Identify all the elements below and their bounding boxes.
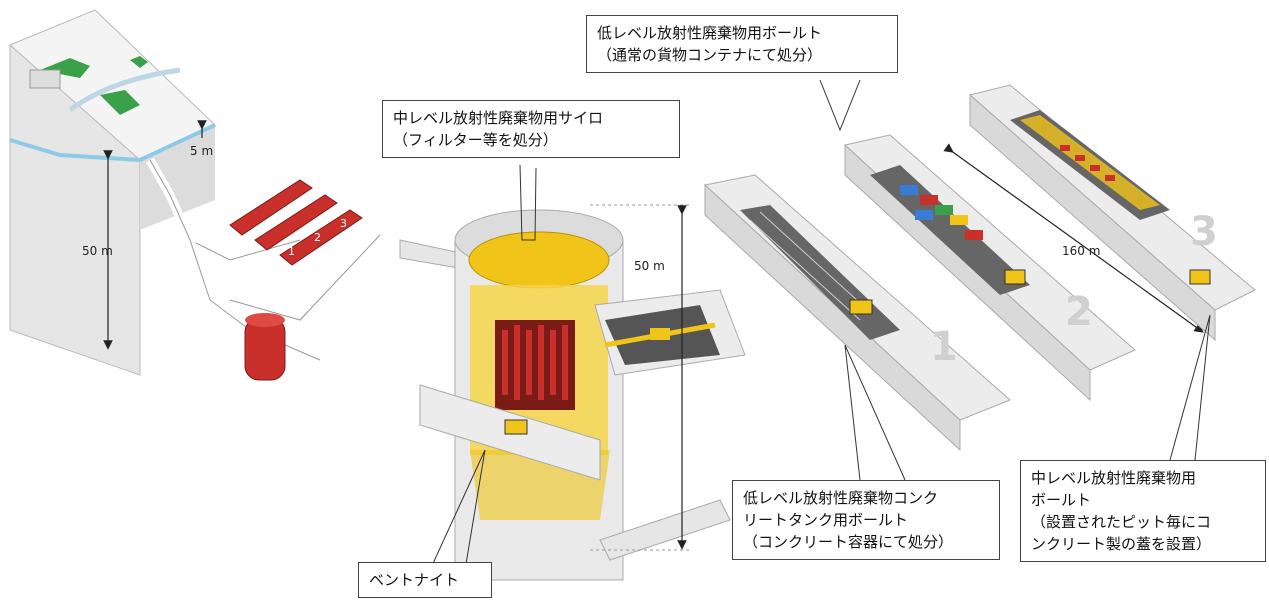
site-depth-label: 50 m [82,244,113,258]
vault-2: 2 [843,134,1204,402]
vault-1-number-small: 1 [288,245,295,258]
low-vault-callout-line2: （通常の貨物コンテナにて処分） [597,46,823,64]
mid-vault-callout-line1: 中レベル放射性廃棄物用 [1031,469,1197,487]
site-overview-block: 1 2 3 [9,9,383,381]
concrete-tank-callout: 低レベル放射性廃棄物コンク リートタンク用ボールト （コンクリート容器にて処分） [732,480,1000,560]
silo-height-label: 50 m [634,259,665,273]
mid-vault-callout: 中レベル放射性廃棄物用 ボールト （設置されたピット毎にコ ンクリート製の蓋を設… [1020,460,1266,562]
mid-vault-callout-line2: ボールト [1031,491,1092,509]
silo [399,204,746,581]
vault-2-number-small: 2 [314,231,321,244]
vault-length-label: 160 m [1062,244,1100,258]
mid-vault-callout-line3: （設置されたピット毎にコ [1031,513,1212,531]
callout-leaders [429,79,1211,571]
vault-1: 1 [703,174,1011,452]
vault-3-number-small: 3 [340,217,347,230]
concrete-tank-callout-line1: 低レベル放射性廃棄物コンク [743,489,939,507]
vault-3: 3 [968,84,1256,342]
low-vault-callout-line1: 低レベル放射性廃棄物用ボールト [597,24,823,42]
silo-callout-line2: （フィルター等を処分） [393,131,558,149]
concrete-tank-callout-line2: リートタンク用ボールト [743,511,909,529]
vault-3-number: 3 [1190,209,1218,255]
surface-depth-label: 5 m [190,144,213,158]
bentonite-callout-line1: ベントナイト [369,571,460,589]
bentonite-callout: ベントナイト [358,562,492,598]
concrete-tank-callout-line3: （コンクリート容器にて処分） [743,533,954,551]
silo-callout: 中レベル放射性廃棄物用サイロ （フィルター等を処分） [382,100,680,158]
vault-2-number: 2 [1065,289,1093,335]
vault-1-number: 1 [930,324,958,370]
low-vault-callout: 低レベル放射性廃棄物用ボールト （通常の貨物コンテナにて処分） [586,15,898,73]
mid-vault-callout-line4: ンクリート製の蓋を設置） [1031,535,1212,553]
silo-callout-line1: 中レベル放射性廃棄物用サイロ [393,109,604,127]
